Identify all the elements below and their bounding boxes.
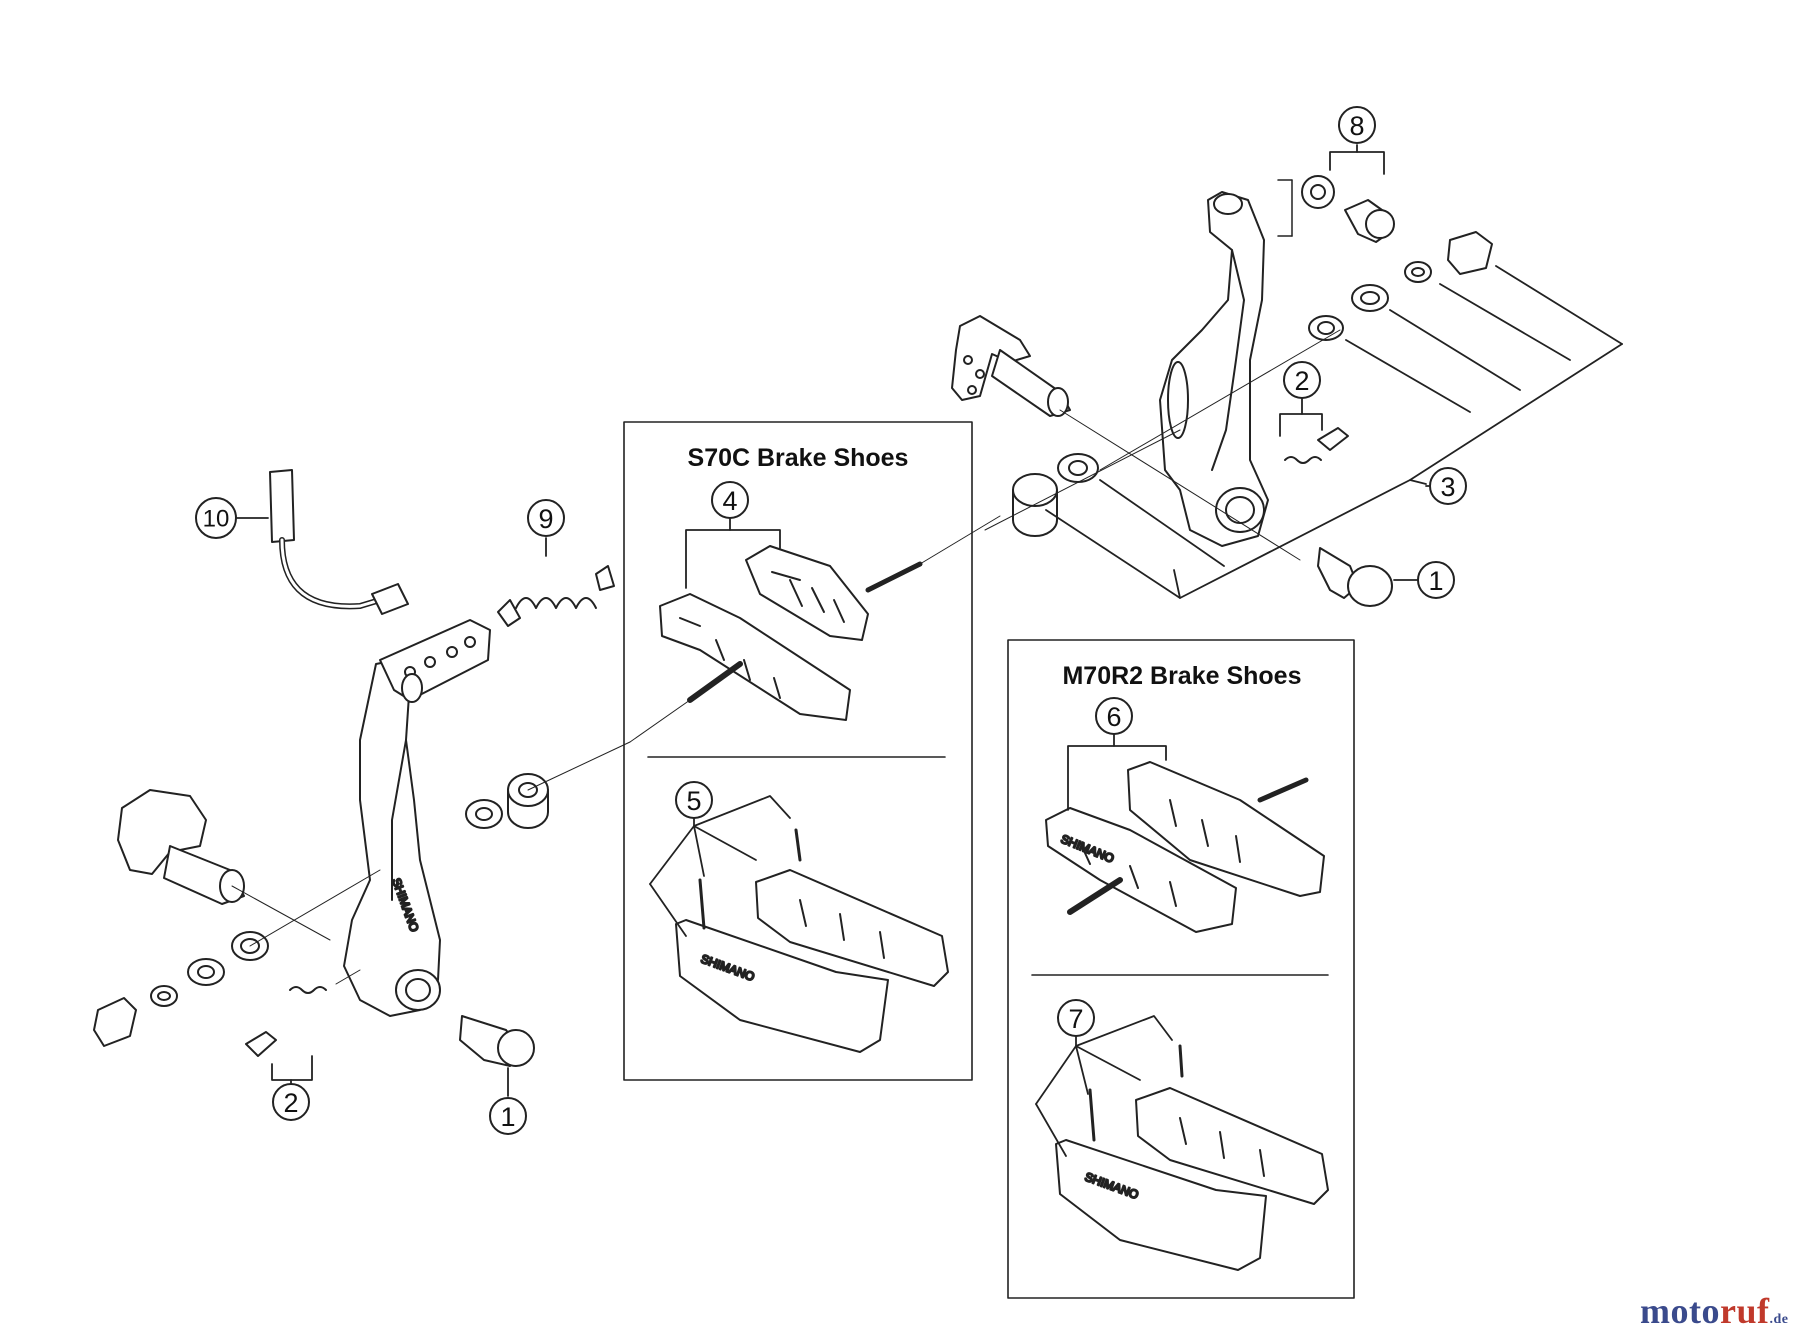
item-3-leader-lines xyxy=(1045,265,1623,599)
m70r2-box: SHIMANO SHIMANO xyxy=(1007,639,1355,1299)
callout-3: 3 xyxy=(1429,467,1467,505)
watermark-part-3: .de xyxy=(1769,1312,1789,1327)
watermark-part-2: ruf xyxy=(1719,1291,1770,1331)
s70c-box-title: S70C Brake Shoes xyxy=(688,444,909,472)
watermark-part-1: moto xyxy=(1640,1291,1720,1331)
callout-5: 5 xyxy=(675,781,713,819)
m70r2-box-title: M70R2 Brake Shoes xyxy=(1062,662,1301,690)
callout-6: 6 xyxy=(1095,697,1133,735)
callout-8: 8 xyxy=(1338,106,1376,144)
callout-1-left: 1 xyxy=(489,1097,527,1135)
callout-6-label: 6 xyxy=(1106,702,1121,732)
callout-5-label: 5 xyxy=(686,786,701,816)
callout-1-right-label: 1 xyxy=(1428,566,1443,596)
callout-10-label: 10 xyxy=(203,506,230,533)
callout-7-label: 7 xyxy=(1068,1004,1083,1034)
callout-2-left: 2 xyxy=(272,1083,310,1121)
callout-9-label: 9 xyxy=(538,504,553,534)
callout-7: 7 xyxy=(1057,999,1095,1037)
callout-1-left-label: 1 xyxy=(500,1102,515,1132)
callout-3-label: 3 xyxy=(1440,472,1455,502)
s70c-box: SHIMANO xyxy=(623,421,1001,1081)
callout-9: 9 xyxy=(527,499,565,537)
callout-2-right: 2 xyxy=(1283,361,1321,399)
right-brake-arm xyxy=(951,175,1493,607)
left-brake-arm: SHIMANO xyxy=(93,469,631,1067)
callout-8-label: 8 xyxy=(1349,111,1364,141)
callout-leaders xyxy=(235,144,1431,1157)
callout-10: 10 xyxy=(195,497,237,539)
callout-4-label: 4 xyxy=(722,486,737,516)
callout-2-left-label: 2 xyxy=(283,1088,298,1118)
callout-1-right: 1 xyxy=(1417,561,1455,599)
motoruf-watermark-logo: motoruf.de xyxy=(1640,1290,1788,1332)
callout-4: 4 xyxy=(711,481,749,519)
callout-2-right-label: 2 xyxy=(1294,366,1309,396)
